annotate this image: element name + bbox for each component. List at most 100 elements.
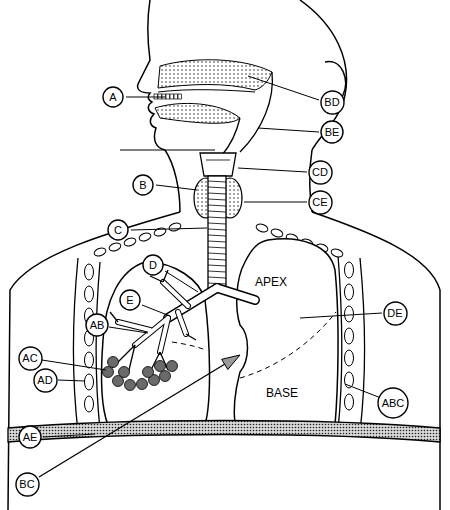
rib xyxy=(85,352,94,368)
region-label: APEX xyxy=(253,276,289,289)
bronchus xyxy=(118,282,188,352)
rib xyxy=(168,222,182,233)
callout-letter: BC xyxy=(19,479,34,490)
larynx xyxy=(200,153,236,176)
alveoli xyxy=(143,367,154,378)
callout-circle: CE xyxy=(308,190,333,215)
pharynx xyxy=(222,72,272,155)
rib xyxy=(85,286,94,302)
trachea xyxy=(208,235,226,236)
callout-outline xyxy=(309,191,332,214)
bronchus xyxy=(118,282,188,352)
neck-front xyxy=(165,150,180,212)
trachea xyxy=(208,176,226,290)
callout-outline xyxy=(378,388,408,418)
larynx xyxy=(206,160,230,161)
rib xyxy=(138,232,152,243)
leader-line xyxy=(165,271,198,292)
callout-outline xyxy=(16,473,39,496)
region-label: BASE xyxy=(264,387,300,400)
nasal-cavity xyxy=(158,60,272,90)
trachea xyxy=(208,271,226,272)
callout-circle: AE xyxy=(18,425,42,449)
callout-circle: B xyxy=(132,174,154,196)
callout-letter: DE xyxy=(387,308,402,319)
trachea xyxy=(208,217,226,218)
callout-letter: ABC xyxy=(382,398,405,409)
trachea xyxy=(208,259,226,260)
leader-line xyxy=(43,434,95,437)
bronchus xyxy=(150,276,163,282)
rib xyxy=(345,328,354,344)
rib xyxy=(345,350,354,366)
leader-line xyxy=(238,168,307,172)
alveoli xyxy=(155,361,166,372)
teeth xyxy=(170,94,174,99)
trachea xyxy=(208,241,226,242)
callout-outline xyxy=(34,369,57,392)
lobe-fissure xyxy=(172,342,206,350)
rib xyxy=(345,262,354,278)
callout-circle: A xyxy=(102,86,124,108)
trachea xyxy=(208,247,226,248)
bronchus xyxy=(110,270,196,374)
callout-letter: CE xyxy=(312,197,327,208)
bronchus xyxy=(178,312,186,334)
rib xyxy=(345,284,354,300)
rib xyxy=(108,242,122,253)
callout-outline xyxy=(120,290,140,310)
rib xyxy=(330,248,344,259)
trachea xyxy=(208,187,226,188)
heart-arrow xyxy=(39,355,240,477)
trachea xyxy=(208,181,226,182)
callout-letter: AE xyxy=(23,432,38,443)
callout-letter: CD xyxy=(312,167,328,178)
rib xyxy=(85,264,94,280)
teeth xyxy=(166,94,170,99)
trachea xyxy=(208,193,226,194)
rib xyxy=(123,237,137,248)
teeth xyxy=(174,94,178,99)
callout-circle: BC xyxy=(15,472,40,497)
callout-circle: AB xyxy=(85,313,109,337)
alveoli xyxy=(103,357,178,391)
leader-line xyxy=(120,150,215,151)
trachea xyxy=(208,229,226,230)
leader-line xyxy=(58,380,85,381)
callout-letter: BD xyxy=(324,97,339,108)
bronchus xyxy=(186,334,196,340)
left-lung xyxy=(234,239,338,425)
trachea xyxy=(208,211,226,212)
callout-outline xyxy=(19,426,41,448)
pharynx xyxy=(222,118,240,155)
rib xyxy=(345,394,354,410)
chest-wall xyxy=(74,258,79,432)
rib xyxy=(153,227,167,238)
trachea xyxy=(208,205,226,206)
leader-line xyxy=(109,327,148,333)
bronchus xyxy=(217,288,255,300)
alveoli xyxy=(167,361,178,372)
callout-circle: E xyxy=(119,289,141,311)
nasal-cavity xyxy=(158,60,272,90)
callout-outline xyxy=(19,347,42,370)
callout-outline xyxy=(321,91,344,114)
bronchus xyxy=(160,318,168,352)
callout-outline xyxy=(321,121,343,143)
bronchus xyxy=(163,282,188,306)
callout-circle: ABC xyxy=(377,387,409,419)
callout-outline xyxy=(133,175,153,195)
chest-wall xyxy=(96,262,100,430)
alveoli xyxy=(160,371,171,382)
trachea xyxy=(208,277,226,278)
diaphragm xyxy=(8,421,440,443)
callout-circle: BE xyxy=(320,120,344,144)
larynx xyxy=(200,153,236,176)
pharynx xyxy=(240,72,272,152)
trachea xyxy=(208,253,226,254)
rib xyxy=(93,247,107,258)
leader-line xyxy=(42,76,382,437)
